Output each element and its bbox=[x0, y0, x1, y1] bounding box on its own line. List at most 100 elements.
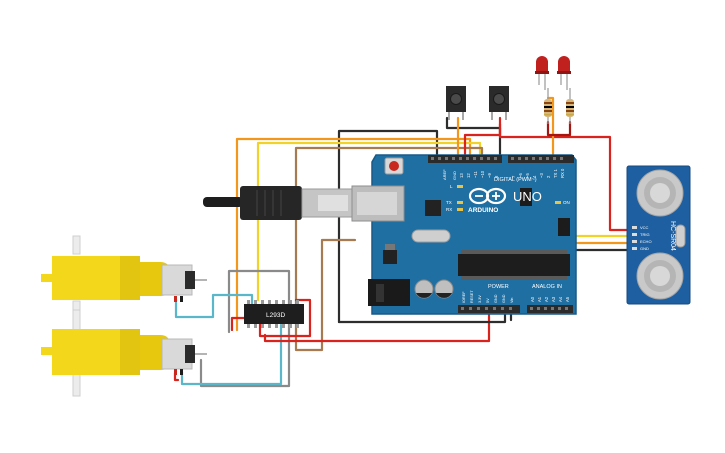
sensor-crystal bbox=[675, 224, 686, 248]
analog-pin-labels: A0 A1 A2 A3 A4 A5 bbox=[530, 296, 570, 302]
aref-label: AREF bbox=[442, 169, 447, 180]
digital-pin-labels: 13 12 ~11 ~10 ~9 8 7 ~6 ~5 4 ~3 2 TX 1 R… bbox=[459, 168, 565, 178]
resistor-2[interactable] bbox=[566, 88, 574, 124]
led-2[interactable] bbox=[557, 56, 571, 90]
led-1-dome bbox=[536, 56, 548, 72]
capacitor-2-stripe bbox=[436, 293, 452, 298]
motor-2-gearbox-shade bbox=[120, 329, 140, 375]
power-header[interactable] bbox=[458, 305, 520, 313]
wire-cyan-2[interactable] bbox=[180, 323, 283, 386]
motor-1-gearbox bbox=[52, 256, 140, 300]
arduino-brand: ARDUINO bbox=[468, 207, 498, 214]
wire-brown-lower[interactable] bbox=[294, 238, 357, 352]
wire-orange-led[interactable] bbox=[546, 96, 555, 160]
pin-label-5: ~5 bbox=[525, 173, 530, 178]
sensor-pin-vcc: VCC bbox=[640, 225, 649, 230]
motor-2-terminal bbox=[185, 345, 195, 363]
driver-chip[interactable] bbox=[244, 304, 304, 324]
wire-black-top[interactable] bbox=[445, 116, 502, 159]
gear-motor-1[interactable] bbox=[41, 235, 207, 318]
push-button-2-cap[interactable] bbox=[493, 93, 505, 105]
led-1-rim bbox=[535, 71, 549, 74]
pin-label-gnd-1: GND bbox=[494, 294, 498, 303]
pin-label-7: 7 bbox=[511, 175, 516, 178]
wire-red-button[interactable] bbox=[463, 116, 502, 160]
wire-red-motor[interactable] bbox=[173, 371, 180, 382]
pin-label-vin: Vin bbox=[510, 298, 514, 303]
pin-label-4: 4 bbox=[532, 175, 537, 178]
wire-grey[interactable] bbox=[199, 269, 291, 388]
sensor-pin-gnd: GND bbox=[640, 246, 649, 251]
led-rx-indicator bbox=[457, 208, 463, 211]
resistor-1-band-1 bbox=[544, 102, 552, 104]
wire-brown[interactable] bbox=[294, 146, 484, 320]
usb-plug-metal-inner bbox=[318, 195, 348, 211]
capacitor-1-stripe bbox=[416, 293, 432, 298]
wire-dark-resistor[interactable] bbox=[546, 120, 572, 137]
pin-label-13: 13 bbox=[459, 173, 464, 178]
gnd-label: GND bbox=[452, 171, 457, 180]
arduino-board[interactable]: ARDUINO UNO DIGITAL (PWM~) ANALOG IN POW… bbox=[351, 154, 577, 315]
pin-label-12: 12 bbox=[466, 173, 471, 178]
digital-header-label: DIGITAL (PWM~) bbox=[494, 177, 537, 183]
pin-label-3: ~3 bbox=[539, 173, 544, 178]
resistor-1[interactable] bbox=[544, 88, 552, 124]
resistor-2-band-1 bbox=[566, 102, 574, 104]
pin-label-6: ~6 bbox=[518, 173, 523, 178]
resistor-2-band-4 bbox=[566, 114, 574, 116]
led-on-indicator bbox=[555, 201, 561, 204]
push-button-2[interactable] bbox=[489, 86, 509, 120]
motor-1-contact-red bbox=[174, 296, 177, 302]
gear-motor-2[interactable] bbox=[41, 309, 207, 397]
analog-header[interactable] bbox=[527, 305, 573, 313]
led-rx-label: RX bbox=[446, 207, 452, 212]
sensor-pin-labels: VCC TRIG ECHO GND bbox=[640, 225, 652, 251]
ultrasonic-sensor[interactable]: HC-SR04 VCC TRIG ECHO GND bbox=[626, 165, 691, 305]
motor-2-contact-black bbox=[180, 369, 183, 375]
sensor-pin-holes bbox=[632, 226, 637, 250]
pin-label-8: 8 bbox=[494, 175, 499, 178]
sensor-transducer-bottom-core bbox=[650, 266, 670, 286]
pin-label-a3: A3 bbox=[551, 296, 556, 302]
usb-plug-body bbox=[240, 186, 302, 220]
digital-header-left[interactable] bbox=[428, 155, 502, 163]
motor-driver[interactable]: L293D bbox=[244, 300, 304, 328]
power-pin-labels: IOREF RESET 3.3V 5V GND GND Vin bbox=[462, 290, 514, 303]
led-2-dome bbox=[558, 56, 570, 72]
wire-red-driver[interactable] bbox=[258, 298, 312, 338]
led-tx-label: TX bbox=[446, 200, 452, 205]
reset-button-cap[interactable] bbox=[389, 161, 399, 171]
wire-red-loop[interactable] bbox=[230, 316, 246, 332]
push-button-1[interactable] bbox=[446, 86, 466, 120]
motor-1-gearbox-shade bbox=[120, 256, 140, 300]
motor-2-shaft-bottom bbox=[72, 373, 81, 397]
wire-black-outer[interactable] bbox=[337, 129, 439, 324]
pin-label-rx: RX 0 bbox=[560, 168, 565, 178]
resistor-1-band-3 bbox=[544, 110, 552, 112]
arduino-logo bbox=[468, 187, 507, 205]
resistor-1-band-2 bbox=[544, 106, 552, 108]
push-button-1-cap[interactable] bbox=[450, 93, 462, 105]
pin-label-tx: TX 1 bbox=[553, 168, 558, 178]
usb-cable-wire bbox=[203, 197, 243, 207]
pin-label-a5: A5 bbox=[565, 296, 570, 302]
usb-cable bbox=[203, 186, 353, 220]
regulator bbox=[383, 250, 397, 264]
microcontroller-chip bbox=[458, 254, 570, 276]
pin-label-a1: A1 bbox=[537, 296, 542, 302]
pin-label-3v3: 3.3V bbox=[478, 295, 482, 303]
sensor-name: HC-SR04 bbox=[669, 221, 676, 251]
power-jack-inner bbox=[376, 284, 384, 302]
pin-label-gnd-2: GND bbox=[502, 294, 506, 303]
pin-label-2: 2 bbox=[546, 175, 551, 178]
motor-1-shaft-top bbox=[72, 235, 81, 255]
wire-yellow[interactable] bbox=[256, 141, 482, 302]
pin-label-a4: A4 bbox=[558, 296, 563, 302]
driver-pins bbox=[247, 300, 299, 328]
icsp-header bbox=[520, 188, 532, 206]
motor-2-gearbox bbox=[52, 329, 140, 375]
sensor-pin-echo: ECHO bbox=[640, 239, 652, 244]
led-1[interactable] bbox=[535, 56, 549, 90]
wire-cyan-1[interactable] bbox=[174, 293, 254, 319]
